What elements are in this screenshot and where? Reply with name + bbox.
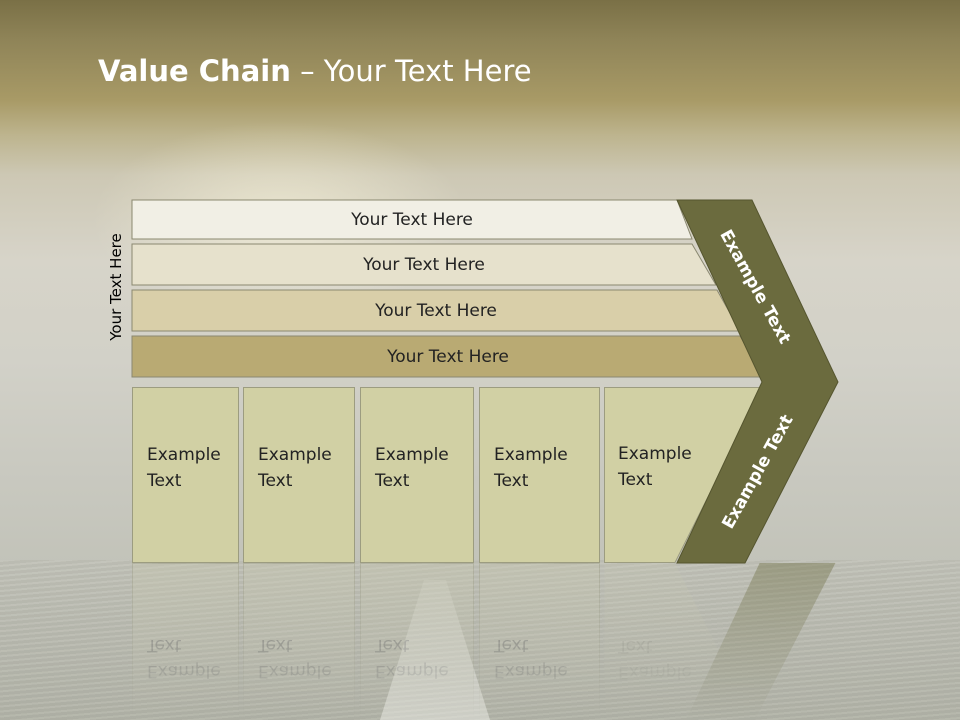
water-surface <box>0 560 960 720</box>
process-box-5-line2: Text <box>618 470 653 490</box>
process-box-1: Example Text <box>132 387 239 563</box>
process-box-2-line1: Example <box>258 445 332 465</box>
process-box-5: Example Text <box>604 387 764 563</box>
process-box-4-line2: Text <box>494 471 529 491</box>
reflection-flip: Example Text Example Text Example Text E… <box>0 563 960 720</box>
process-box-5-shape <box>604 387 764 563</box>
process-box-3-line1: Example <box>375 445 449 465</box>
process-box-4-line1: Example <box>494 445 568 465</box>
process-box-2-line2: Text <box>258 471 293 491</box>
slide-title-bold: Value Chain <box>98 54 291 88</box>
slide-title-rest: – Your Text Here <box>290 54 532 88</box>
process-box-1-line1: Example <box>147 445 221 465</box>
reflection-chevron <box>604 563 838 720</box>
process-box-4: Example Text <box>479 387 600 563</box>
process-box-5-line1: Example <box>618 444 692 464</box>
process-box-3-line2: Text <box>375 471 410 491</box>
process-box-1-line2: Text <box>147 471 182 491</box>
process-box-3: Example Text <box>360 387 474 563</box>
slide-title: Value Chain – Your Text Here <box>98 54 532 88</box>
diagram-reflection: Example Text Example Text Example Text E… <box>0 563 960 720</box>
process-box-2: Example Text <box>243 387 355 563</box>
